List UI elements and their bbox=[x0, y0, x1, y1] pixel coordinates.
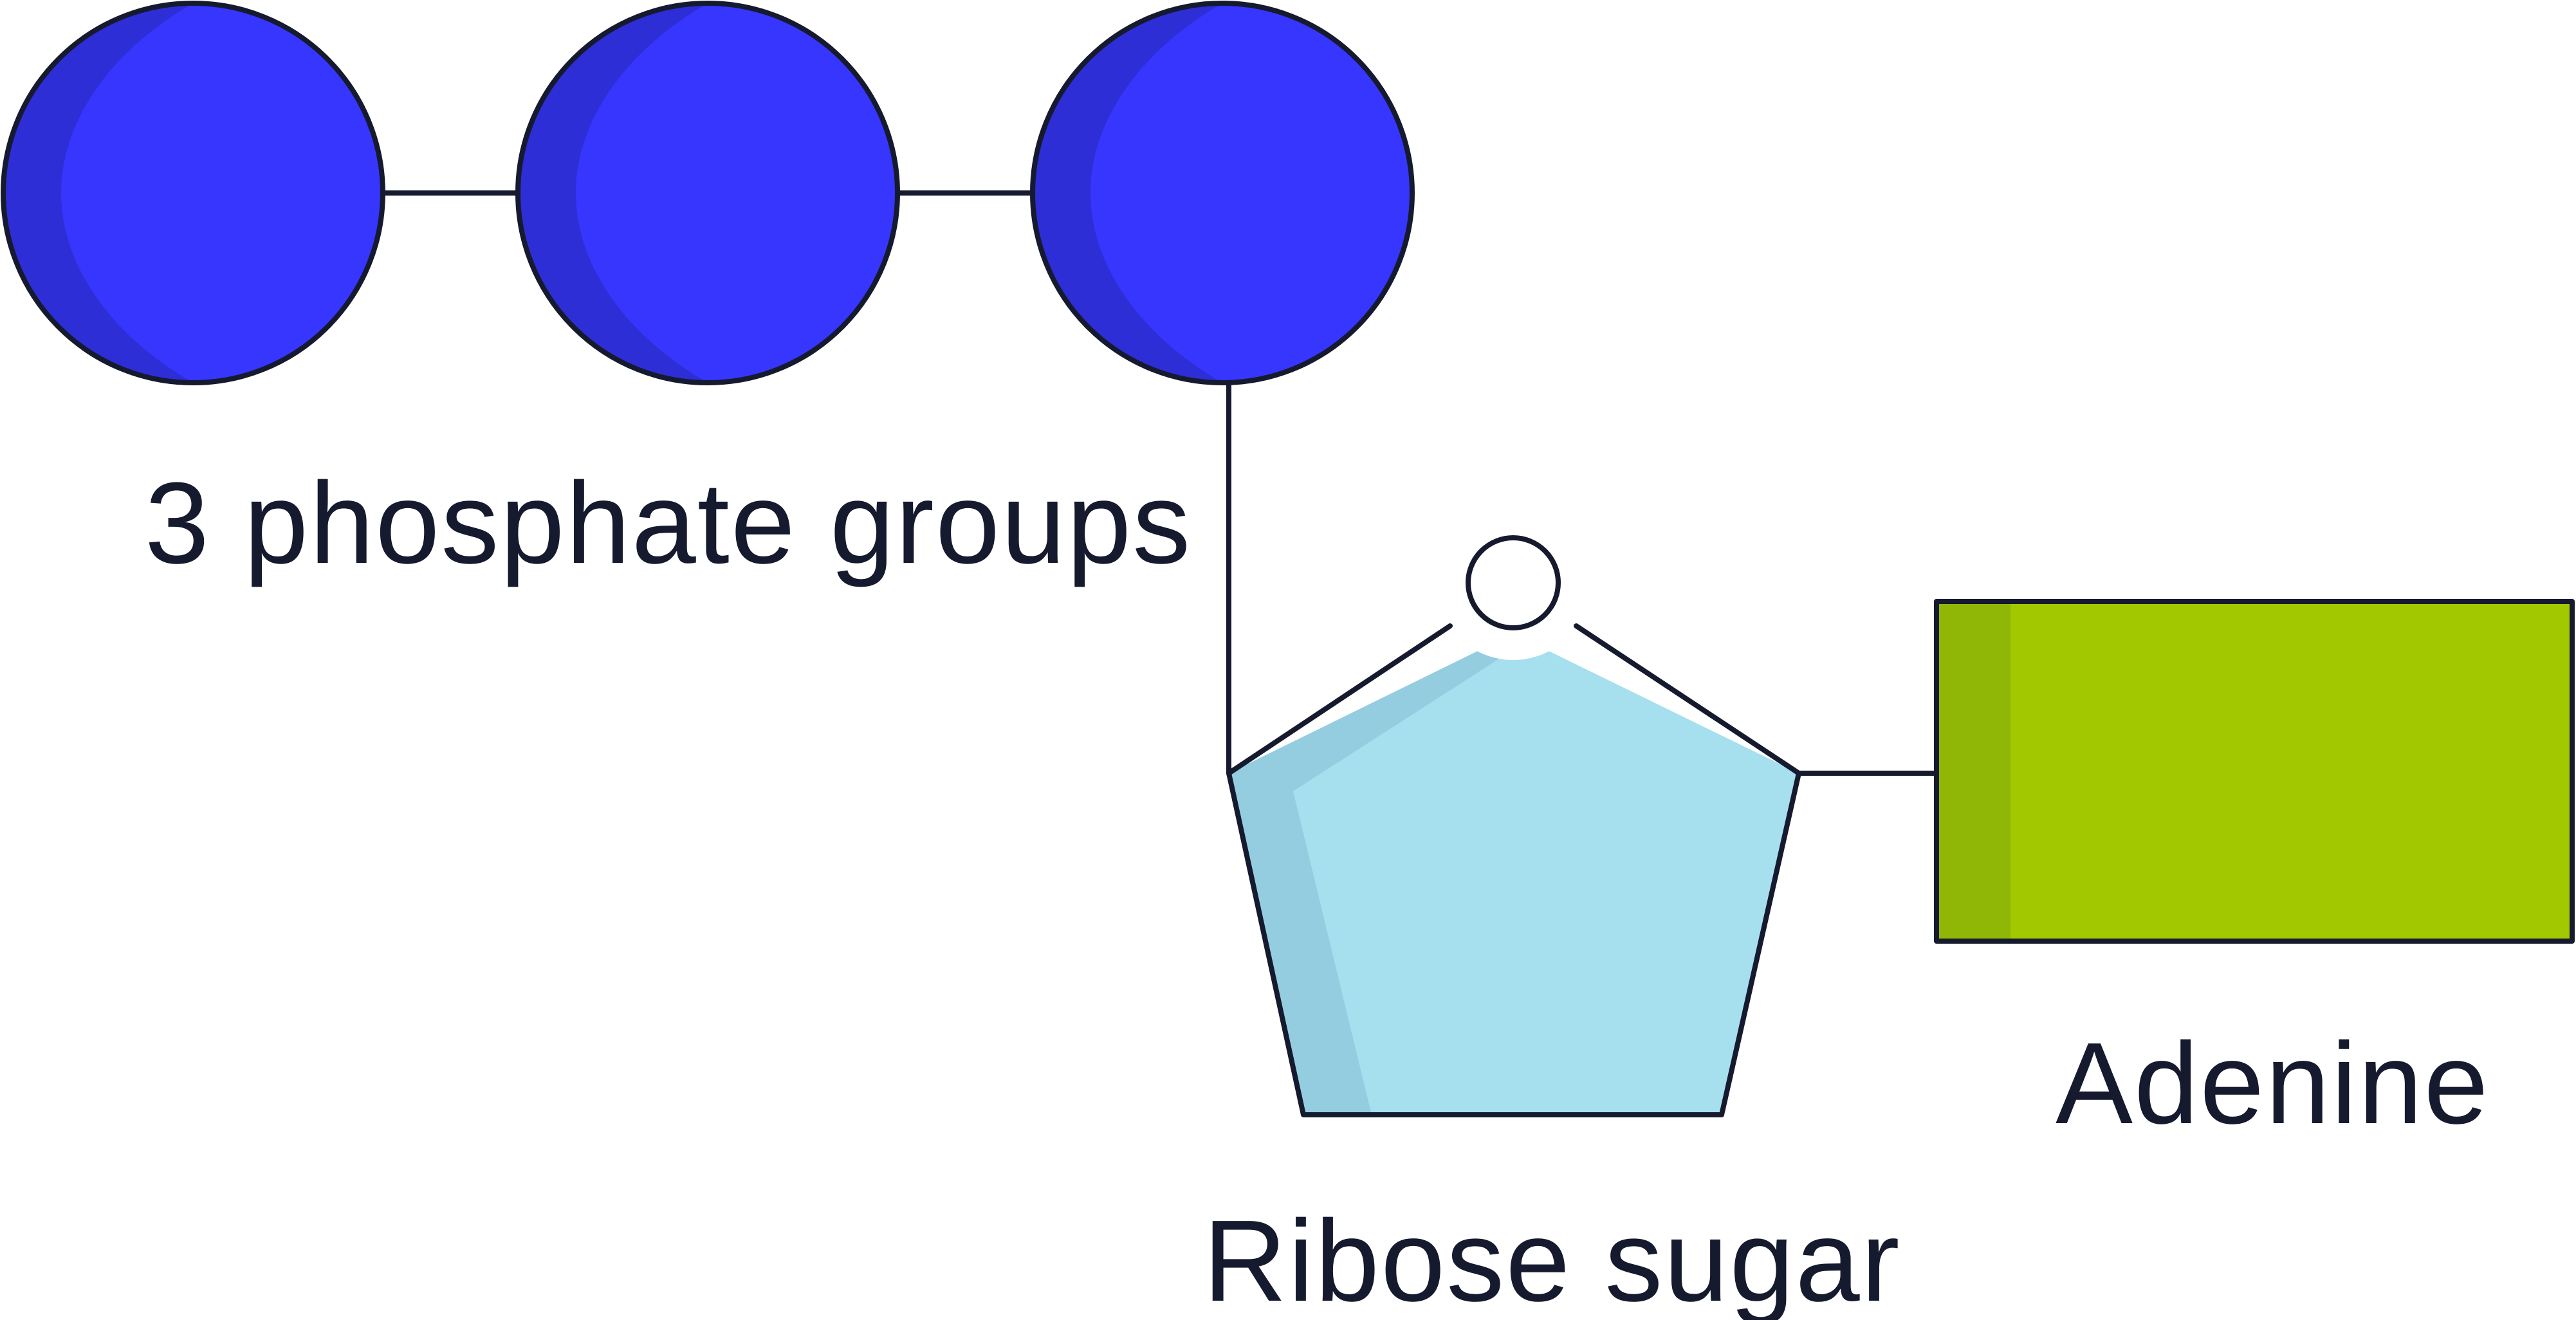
phosphate-group-1 bbox=[1, 1, 385, 385]
adenine-outline bbox=[1934, 599, 2575, 944]
phosphate-group-2 bbox=[515, 1, 900, 385]
phosphate-group-3 bbox=[1030, 1, 1415, 385]
adenine-base bbox=[1934, 599, 2575, 944]
oxygen-atom-icon bbox=[1466, 535, 1561, 630]
phosphate-2-fill bbox=[518, 3, 897, 383]
phosphate-1-shade bbox=[3, 3, 193, 383]
ribose-outline bbox=[1226, 623, 1801, 1117]
phosphate-1-fill bbox=[3, 3, 383, 383]
phosphate-2-outline bbox=[515, 1, 900, 385]
bonds bbox=[380, 190, 1939, 776]
ribose-shade bbox=[1229, 634, 1513, 1115]
phosphate-3-shade bbox=[1033, 3, 1222, 383]
phosphate-2-shade bbox=[518, 3, 708, 383]
adenine-shade bbox=[1937, 601, 2010, 941]
ribose-sugar-label: Ribose sugar bbox=[1203, 1196, 1901, 1320]
adenine-fill bbox=[1937, 601, 2572, 941]
ribose-oxygen-notch bbox=[1436, 506, 1590, 660]
phosphate-3-fill bbox=[1033, 3, 1412, 383]
ribose-sugar bbox=[1226, 506, 1801, 1117]
adenine-label: Adenine bbox=[2056, 1019, 2490, 1148]
ribose-fill bbox=[1229, 634, 1799, 1115]
phosphate-1-outline bbox=[1, 1, 385, 385]
phosphate-3-outline bbox=[1030, 1, 1415, 385]
phosphate-groups-label: 3 phosphate groups bbox=[145, 459, 1191, 588]
